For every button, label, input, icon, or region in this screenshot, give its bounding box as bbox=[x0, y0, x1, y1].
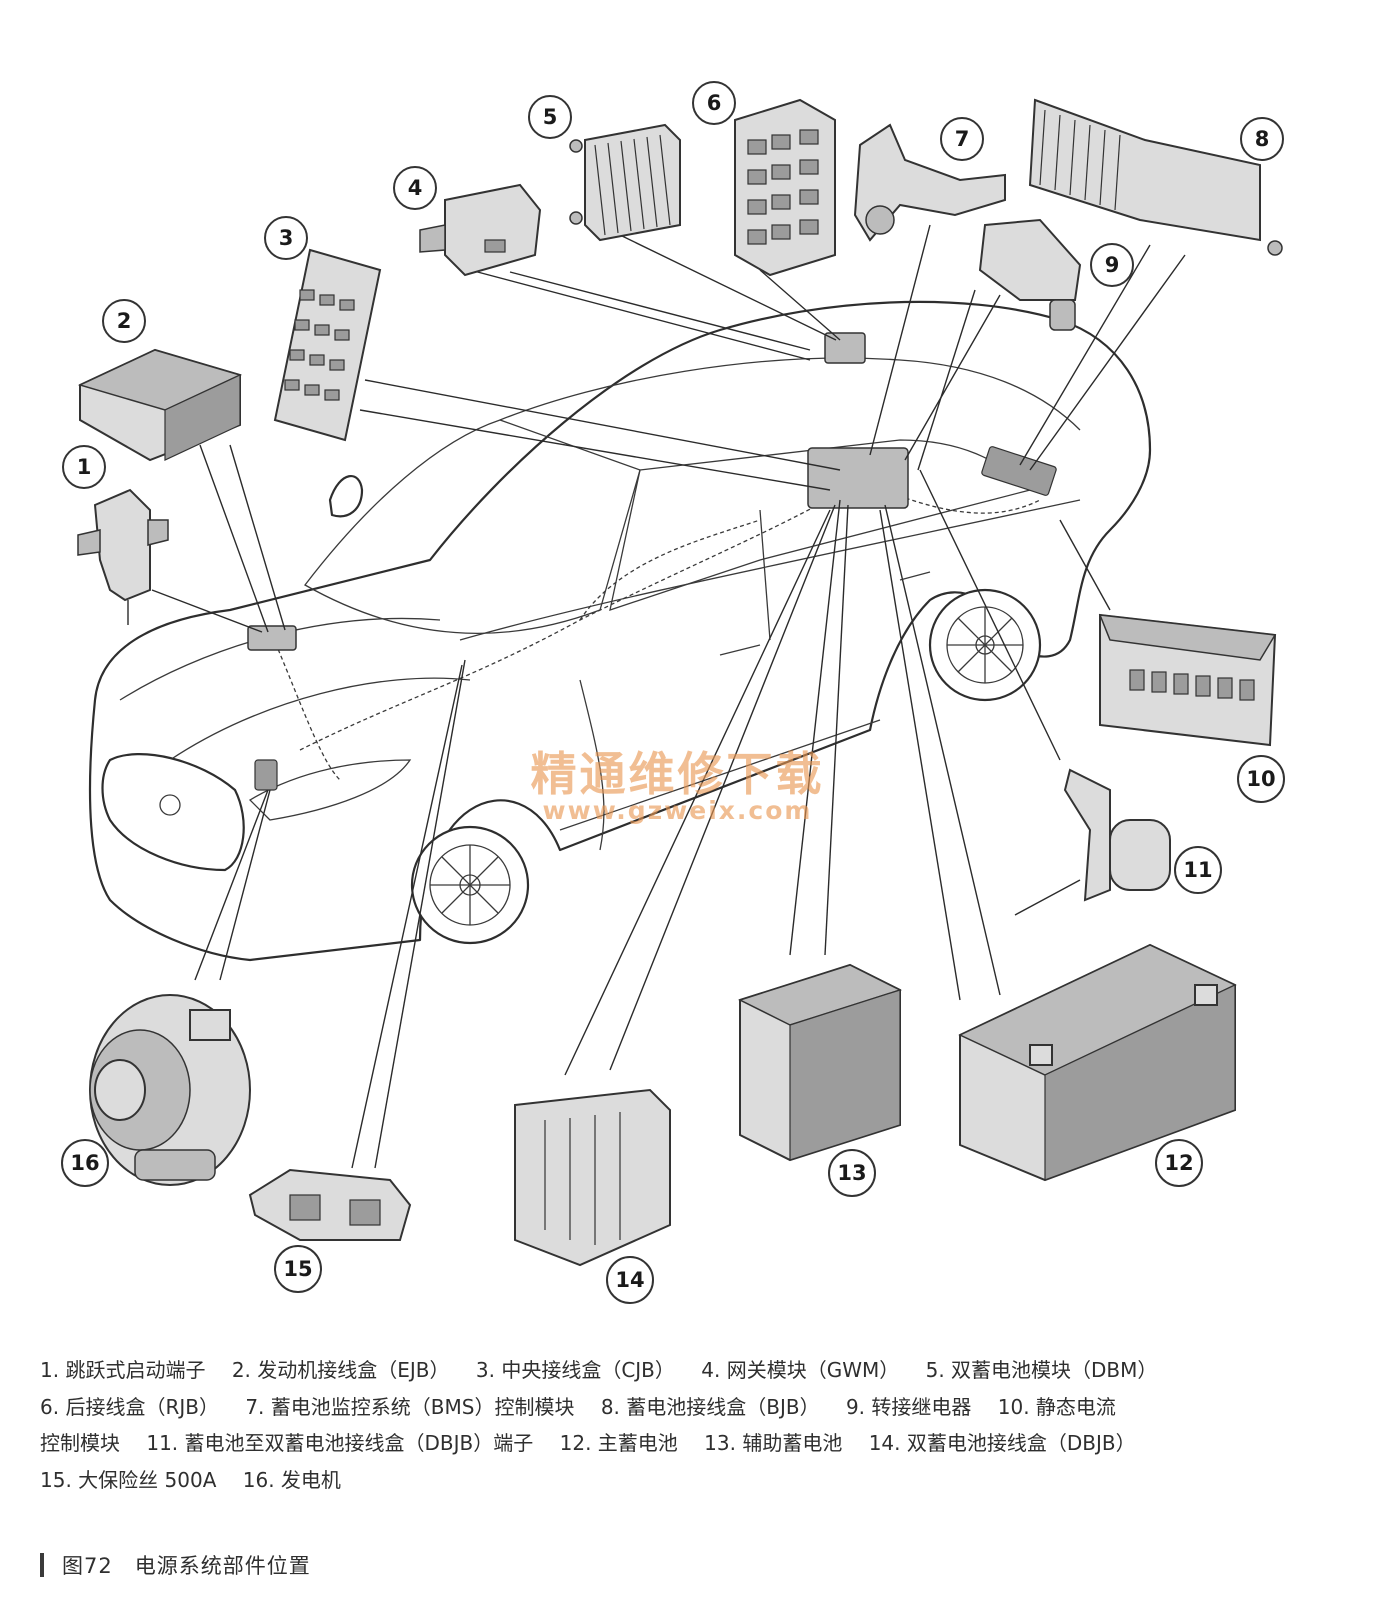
callout-3: 3 bbox=[264, 216, 308, 260]
dbjb-terminal-illustration bbox=[1014, 768, 1171, 916]
battery-monitoring-module-illustration bbox=[853, 123, 1006, 242]
callout-8: 8 bbox=[1240, 117, 1284, 161]
callout-7: 7 bbox=[940, 117, 984, 161]
svg-text:10: 10 bbox=[1246, 767, 1275, 791]
jump-terminal-on-car bbox=[254, 759, 278, 791]
svg-text:16: 16 bbox=[70, 1151, 99, 1175]
component-legend: 1. 跳跃式启动端子 2. 发动机接线盒（EJB） 3. 中央接线盒（CJB） … bbox=[40, 1352, 1352, 1498]
car-rear-wheel-spokes bbox=[947, 607, 1023, 683]
car-hood-crease bbox=[169, 677, 471, 761]
legend-item: 11. 蓄电池至双蓄电池接线盒（DBJB）端子 bbox=[146, 1431, 534, 1455]
callout-5: 5 bbox=[528, 95, 572, 139]
watermark-text: 精通维修下载 bbox=[530, 747, 825, 801]
legend-line: 控制模块 11. 蓄电池至双蓄电池接线盒（DBJB）端子 12. 主蓄电池 13… bbox=[40, 1425, 1352, 1462]
car-side-mirror bbox=[328, 474, 364, 518]
mega-fuse-illustration bbox=[248, 1168, 412, 1241]
legend-item: 8. 蓄电池接线盒（BJB） bbox=[600, 1394, 820, 1419]
car-front-wheel-spokes bbox=[430, 845, 510, 925]
rjb-on-car bbox=[824, 332, 866, 364]
svg-text:6: 6 bbox=[707, 91, 722, 115]
callout-14: 14 bbox=[606, 1256, 654, 1304]
svg-text:1: 1 bbox=[77, 455, 92, 479]
rear-junction-box-illustration bbox=[734, 98, 836, 277]
gateway-module-illustration bbox=[419, 183, 542, 277]
ejb-on-car bbox=[247, 625, 297, 651]
legend-item: 15. 大保险丝 500A bbox=[40, 1467, 217, 1492]
central-junction-box-illustration bbox=[273, 248, 382, 442]
callout-13: 13 bbox=[828, 1149, 876, 1197]
svg-text:3: 3 bbox=[279, 226, 294, 250]
car-grille bbox=[101, 753, 245, 872]
callout-1: 1 bbox=[62, 445, 106, 489]
callout-4: 4 bbox=[393, 166, 437, 210]
svg-text:5: 5 bbox=[543, 105, 558, 129]
legend-item: 16. 发电机 bbox=[242, 1467, 341, 1492]
battery-junction-box-illustration bbox=[1028, 98, 1283, 256]
watermark-url: www.gzweix.com bbox=[542, 796, 813, 825]
legend-item: 2. 发动机接线盒（EJB） bbox=[231, 1358, 450, 1382]
bjb-on-car bbox=[981, 446, 1057, 496]
car-badge bbox=[159, 794, 181, 816]
car-windshield bbox=[304, 419, 641, 634]
quiescent-current-module-illustration bbox=[1098, 613, 1277, 747]
figure-caption: 图72 电源系统部件位置 bbox=[40, 1548, 311, 1582]
car-shoulder-line bbox=[459, 499, 1081, 641]
callout-12: 12 bbox=[1155, 1139, 1203, 1187]
car-door-handle-rear bbox=[899, 571, 931, 581]
cjb-on-car bbox=[807, 447, 909, 509]
svg-text:15: 15 bbox=[283, 1257, 312, 1281]
svg-text:7: 7 bbox=[955, 127, 970, 151]
car-sill-line bbox=[559, 719, 881, 831]
legend-line: 15. 大保险丝 500A 16. 发电机 bbox=[40, 1462, 1352, 1499]
legend-item: 7. 蓄电池监控系统（BMS）控制模块 bbox=[245, 1394, 575, 1419]
svg-text:9: 9 bbox=[1105, 253, 1120, 277]
legend-item: 4. 网关模块（GWM） bbox=[701, 1358, 900, 1382]
callout-2: 2 bbox=[102, 299, 146, 343]
legend-item: 10. 静态电流 bbox=[997, 1394, 1116, 1419]
legend-item: 5. 双蓄电池模块（DBM） bbox=[925, 1358, 1158, 1382]
dual-battery-module-illustration bbox=[569, 123, 681, 242]
car-headlight bbox=[248, 759, 412, 821]
car-door-pillar bbox=[759, 509, 771, 641]
transfer-relay-illustration bbox=[978, 218, 1082, 331]
legend-line: 1. 跳跃式启动端子 2. 发动机接线盒（EJB） 3. 中央接线盒（CJB） … bbox=[40, 1352, 1352, 1389]
legend-line: 6. 后接线盒（RJB） 7. 蓄电池监控系统（BMS）控制模块 8. 蓄电池接… bbox=[40, 1389, 1352, 1426]
alternator-illustration bbox=[89, 994, 251, 1186]
svg-text:13: 13 bbox=[837, 1161, 866, 1185]
engine-junction-box-illustration bbox=[77, 348, 243, 462]
legend-item: 6. 后接线盒（RJB） bbox=[40, 1394, 219, 1419]
svg-text:8: 8 bbox=[1255, 127, 1270, 151]
callout-9: 9 bbox=[1090, 243, 1134, 287]
main-battery-illustration bbox=[958, 943, 1237, 1182]
callout-16: 16 bbox=[61, 1139, 109, 1187]
legend-item: 14. 双蓄电池接线盒（DBJB） bbox=[868, 1431, 1136, 1455]
car-door-handle bbox=[719, 644, 761, 656]
legend-item: 9. 转接继电器 bbox=[845, 1394, 972, 1419]
caption-bar bbox=[40, 1553, 44, 1577]
caption-text: 图72 电源系统部件位置 bbox=[62, 1554, 311, 1578]
svg-text:12: 12 bbox=[1164, 1151, 1193, 1175]
svg-text:14: 14 bbox=[615, 1268, 644, 1292]
jump-start-terminal-illustration bbox=[77, 488, 169, 625]
legend-item: 3. 中央接线盒（CJB） bbox=[475, 1358, 675, 1382]
component-location-diagram: 1 2 3 4 5 6 7 8 9 10 11 12 13 14 15 16 bbox=[61, 81, 1285, 1304]
callout-10: 10 bbox=[1237, 755, 1285, 803]
callouts: 1 2 3 4 5 6 7 8 9 10 11 12 13 14 15 16 bbox=[61, 81, 1285, 1304]
dual-battery-junction-box-illustration bbox=[514, 1088, 671, 1267]
callout-6: 6 bbox=[692, 81, 736, 125]
auxiliary-battery-illustration bbox=[738, 963, 902, 1162]
car-door-line bbox=[579, 679, 605, 851]
legend-item: 13. 辅助蓄电池 bbox=[704, 1431, 843, 1455]
leader-lines bbox=[151, 224, 1186, 1169]
svg-text:4: 4 bbox=[408, 176, 423, 200]
svg-text:11: 11 bbox=[1183, 858, 1212, 882]
legend-item: 1. 跳跃式启动端子 bbox=[40, 1358, 206, 1382]
legend-item: 12. 主蓄电池 bbox=[559, 1431, 678, 1455]
wiring-harness bbox=[269, 479, 1041, 781]
callout-11: 11 bbox=[1174, 846, 1222, 894]
svg-text:2: 2 bbox=[117, 309, 132, 333]
vehicle-illustration bbox=[88, 300, 1152, 962]
legend-item: 控制模块 bbox=[40, 1431, 120, 1455]
callout-15: 15 bbox=[274, 1245, 322, 1293]
